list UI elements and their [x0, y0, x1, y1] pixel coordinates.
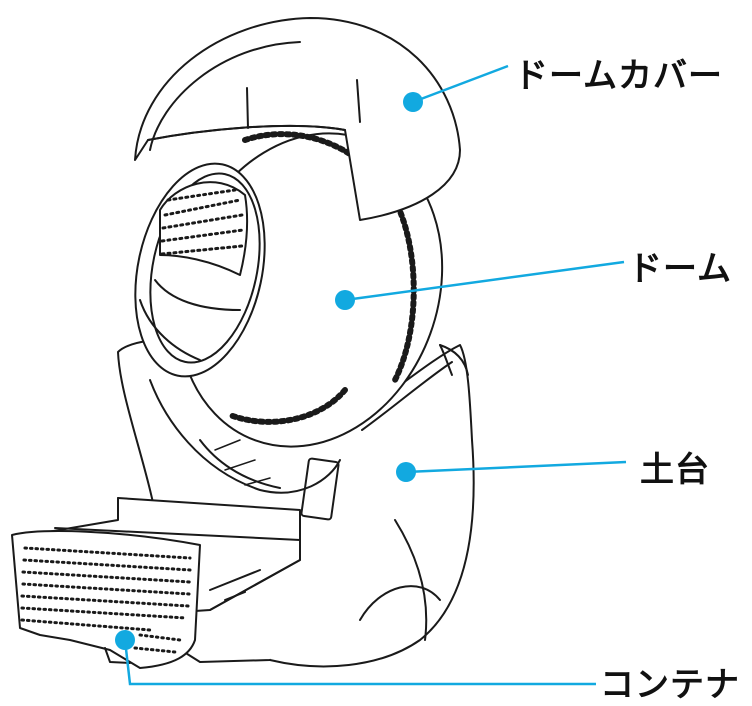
leader-dot-container — [115, 630, 135, 650]
label-container: コンテナ — [600, 665, 740, 705]
dome-part — [134, 131, 444, 448]
leader-dot-dome-cover — [403, 92, 423, 112]
leader-line-base — [405, 460, 627, 474]
dome-cover-part — [134, 17, 461, 221]
leader-dot-dome — [335, 290, 355, 310]
container-perforations — [20, 546, 192, 654]
leader-lines — [115, 64, 627, 686]
leader-dot-base — [396, 462, 416, 482]
label-dome: ドーム — [628, 249, 732, 289]
leader-line-dome-cover — [412, 64, 509, 104]
label-dome-cover: ドームカバー — [514, 56, 723, 96]
leader-line-container — [123, 639, 596, 686]
label-base: 土台 — [640, 450, 710, 490]
leader-line-dome — [344, 260, 625, 302]
